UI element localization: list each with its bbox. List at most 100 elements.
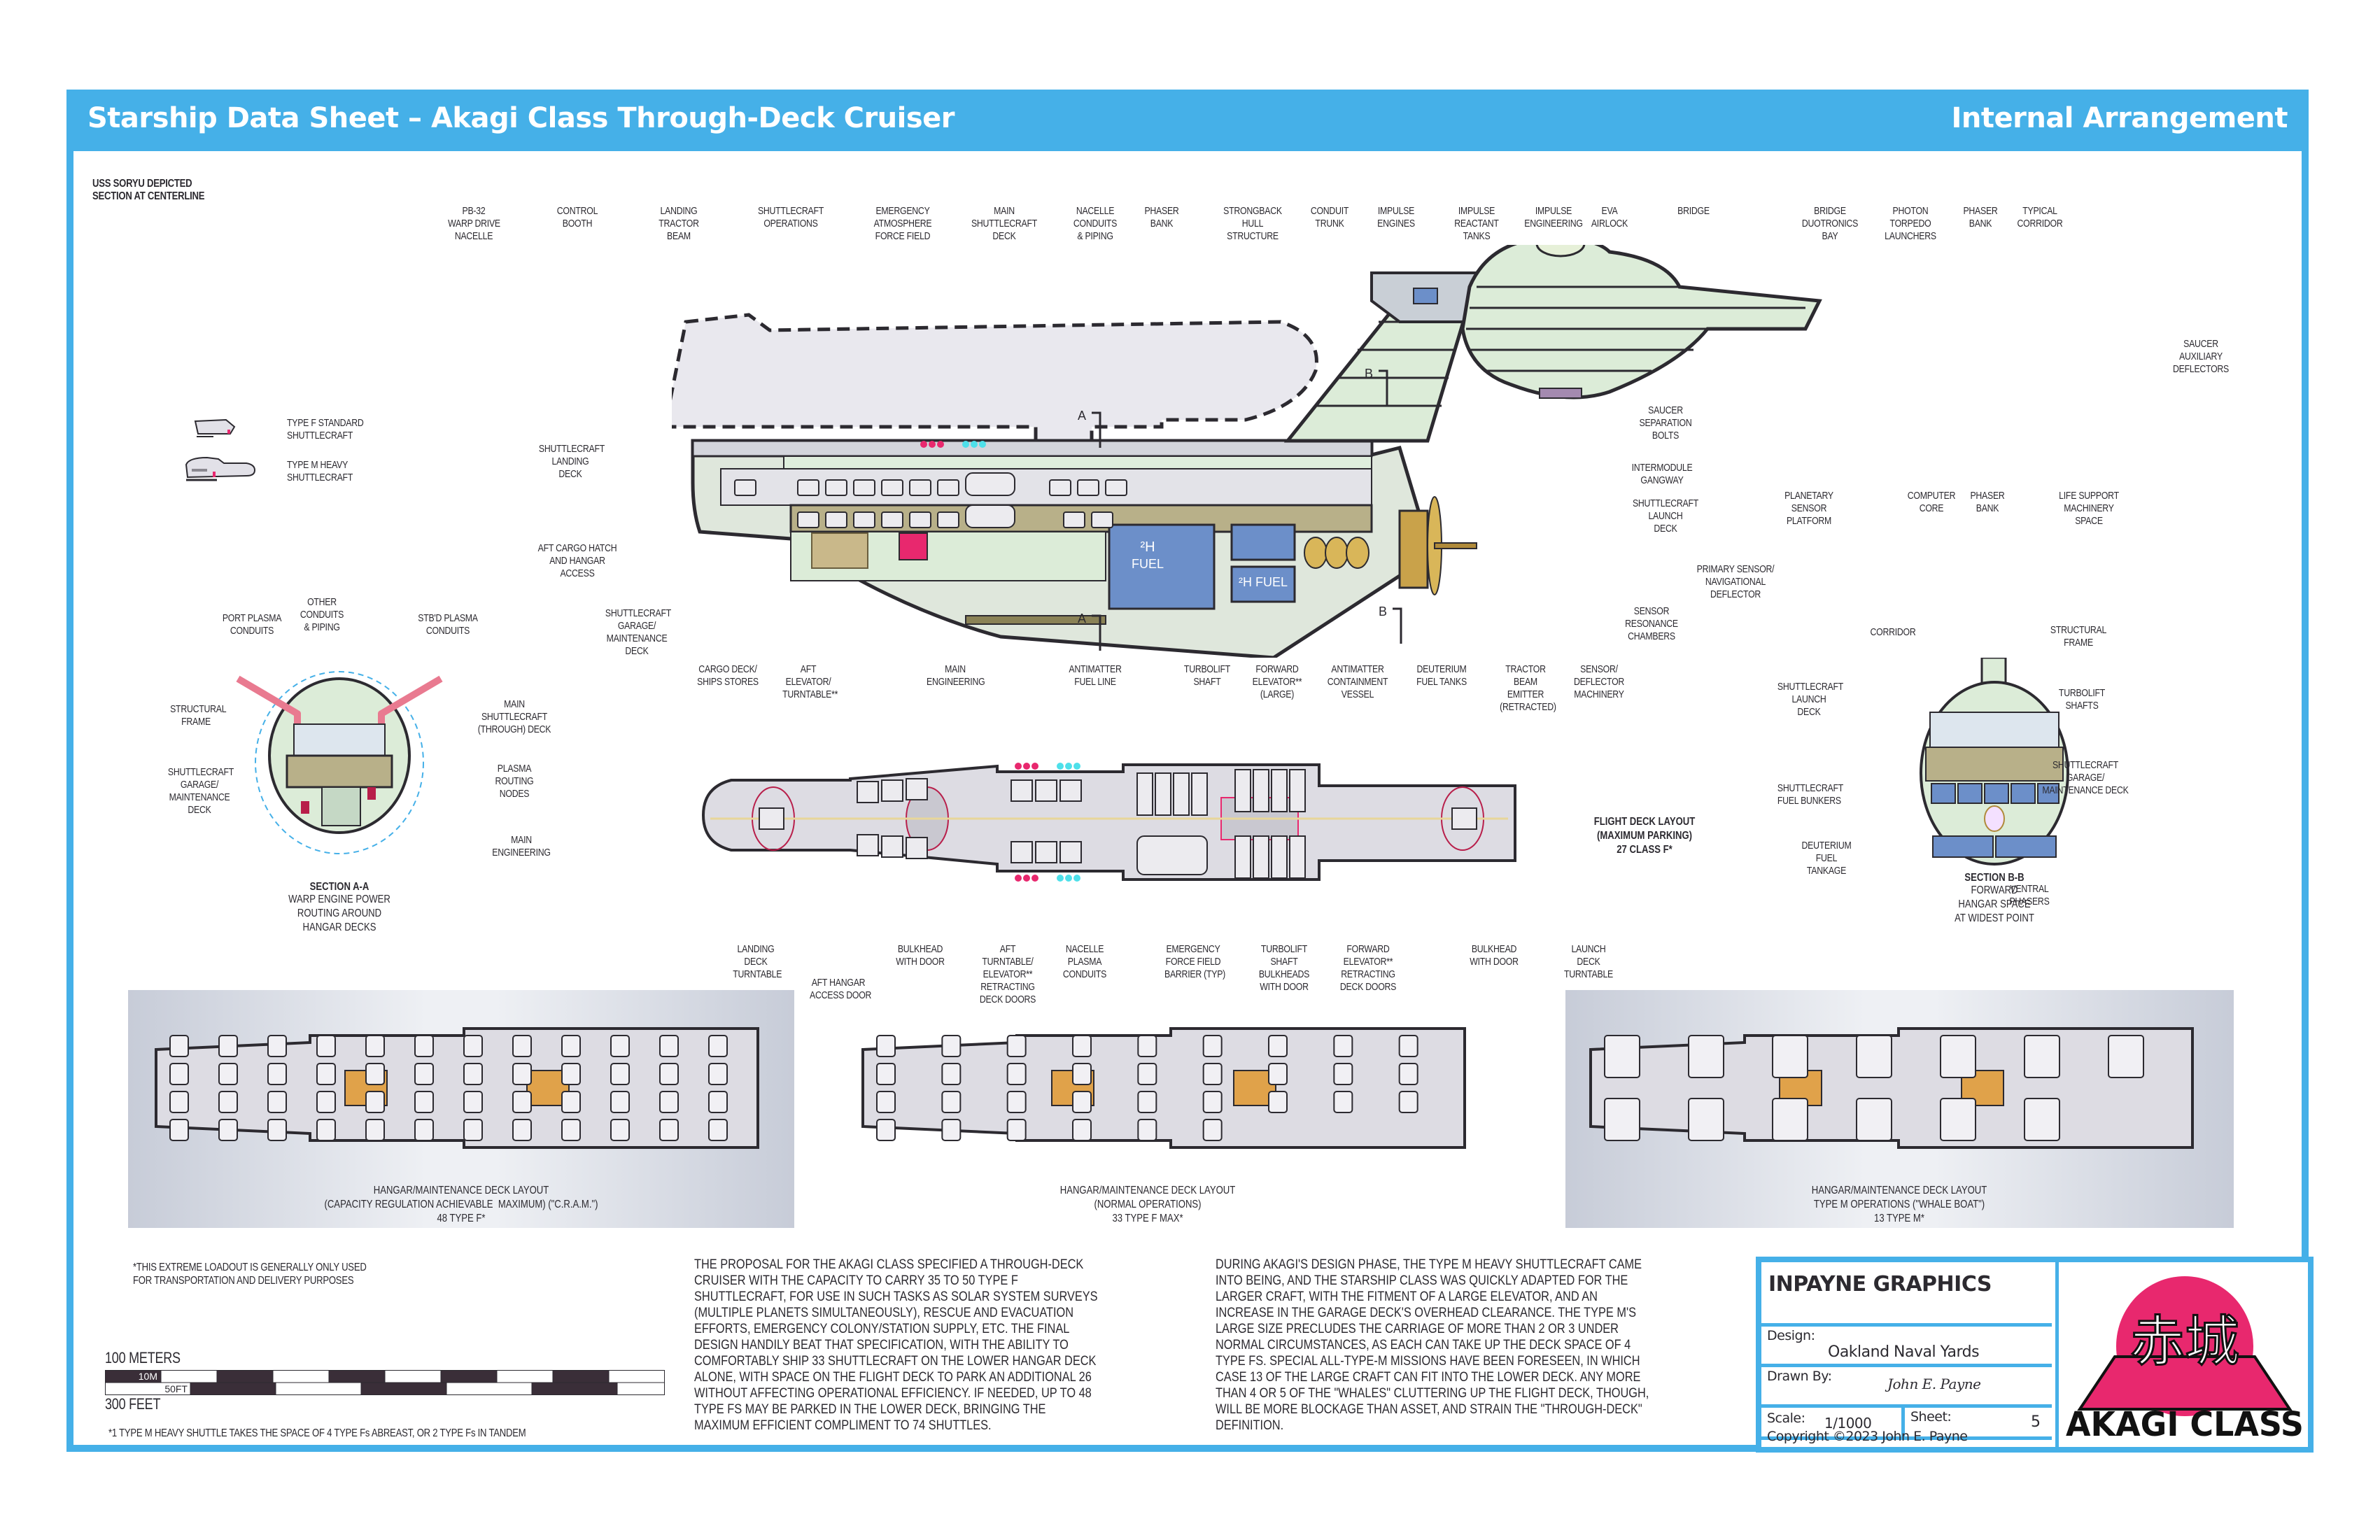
hangar-shuttle: [941, 1119, 962, 1141]
scale-bar: 10M 50FT: [105, 1370, 665, 1395]
flight-deck-conduit-dots: [1015, 763, 1080, 882]
scale-meter-segment: [160, 1370, 218, 1383]
scale-meter-segment: [496, 1370, 554, 1383]
hangar-shuttle: [1856, 1035, 1892, 1078]
hangar-shuttle: [610, 1063, 630, 1085]
hangar-shuttle: [708, 1063, 728, 1085]
scale-feet-segment: [275, 1382, 362, 1395]
hangar-shuttle: [1940, 1035, 1976, 1078]
hangar-shuttle: [1772, 1098, 1808, 1141]
scale-feet-segment: [360, 1382, 447, 1395]
hangar-shuttle: [708, 1119, 728, 1141]
profile-top-label-17: PHASER BANK: [1963, 205, 1998, 229]
scale-meter-segment: [440, 1370, 498, 1383]
hangar-shuttle: [218, 1063, 238, 1085]
hangar-shuttle: [561, 1035, 581, 1057]
profile-top-label-3: SHUTTLECRAFT OPERATIONS: [757, 205, 824, 229]
hangar-shuttle: [414, 1091, 434, 1113]
hangar-shuttle: [941, 1091, 962, 1113]
scale-feet-segment: [446, 1382, 533, 1395]
hangar-shuttle: [2108, 1035, 2144, 1078]
hangar-shuttle: [267, 1035, 287, 1057]
hangar-shuttle: [610, 1035, 630, 1057]
hangar-shuttle: [169, 1063, 189, 1085]
section-aa-title: SECTION A-A: [309, 881, 369, 893]
profile-bottom-label-2: MAIN ENGINEERING: [927, 663, 985, 688]
logo-sun-mountain-icon: 赤城 AKAGI CLASS: [2066, 1276, 2304, 1444]
header-bar: Starship Data Sheet – Akagi Class Throug…: [66, 90, 2309, 151]
hangar-shuttle: [1333, 1063, 1353, 1085]
profile-top-label-18: TYPICAL CORRIDOR: [2017, 205, 2063, 229]
saucer-section: [1460, 245, 1822, 400]
profile-top-label-1: CONTROL BOOTH: [556, 205, 598, 229]
hangar-shuttle: [365, 1035, 385, 1057]
hangar-shuttle: [169, 1035, 189, 1057]
title-block-scale-cell: Scale: 1/1000: [1761, 1408, 1905, 1440]
hangar-shuttle: [365, 1119, 385, 1141]
flight-deck-label-1: AFT HANGAR ACCESS DOOR: [810, 977, 872, 1001]
profile-right-label-3: SHUTTLECRAFT LAUNCH DECK: [1632, 497, 1699, 535]
design-value: Oakland Naval Yards: [1828, 1343, 1980, 1361]
title-block-company-cell: INPAYNE GRAPHICS: [1761, 1262, 2052, 1327]
hangar-shuttle: [1688, 1098, 1724, 1141]
hangar-shuttle: [1072, 1119, 1092, 1141]
hangar-shuttle: [708, 1035, 728, 1057]
hangar-shuttle: [512, 1063, 532, 1085]
logo-text: AKAGI CLASS: [2066, 1405, 2304, 1444]
section-aa-label-7: MAIN ENGINEERING: [492, 834, 551, 859]
page-subtitle: Internal Arrangement: [1951, 102, 2288, 134]
hangar-layout-0: [155, 1027, 759, 1149]
hangar-shuttle: [463, 1035, 483, 1057]
hangar-shuttle: [876, 1035, 896, 1057]
type-m-shuttle-icon: [185, 456, 256, 481]
hangar-layouts: [155, 1027, 2194, 1149]
hangar-shuttle: [1398, 1091, 1418, 1113]
profile-right-label-0: SAUCER AUXILIARY DEFLECTORS: [2172, 338, 2230, 375]
section-marker-a-bottom: A: [1078, 612, 1086, 626]
hangar-shuttle: [659, 1119, 679, 1141]
title-block-drawn-cell: Drawn By: John E. Payne: [1761, 1367, 2052, 1408]
navigational-deflector: [1398, 496, 1477, 595]
profile-top-label-11: IMPULSE REACTANT TANKS: [1454, 205, 1499, 242]
hangar-shuttle: [1006, 1091, 1027, 1113]
scale-feet-segment: [531, 1382, 618, 1395]
profile-top-label-4: EMERGENCY ATMOSPHERE FORCE FIELD: [873, 205, 932, 242]
hangar-shuttle: [561, 1119, 581, 1141]
section-aa-caption: WARP ENGINE POWER ROUTING AROUND HANGAR …: [288, 893, 390, 933]
profile-right-label-7: COMPUTER CORE: [1907, 490, 1956, 514]
ship-profile-diagram: ²H FUEL ²H FUEL A A B B: [672, 245, 1822, 658]
section-bb-label-0: CORRIDOR: [1870, 626, 1916, 638]
hangar-shuttle: [1333, 1035, 1353, 1057]
profile-bottom-label-5: FORWARD ELEVATOR** (LARGE): [1252, 663, 1302, 700]
hangar-shuttle: [218, 1119, 238, 1141]
profile-bottom-label-8: TRACTOR BEAM EMITTER (RETRACTED): [1500, 663, 1556, 713]
profile-left-label-2: SHUTTLECRAFT GARAGE/ MAINTENANCE DECK: [605, 607, 671, 657]
profile-bottom-label-7: DEUTERIUM FUEL TANKS: [1416, 663, 1467, 688]
hangar-caption-whale: HANGAR/MAINTENANCE DECK LAYOUT TYPE M OP…: [1811, 1185, 1987, 1224]
hangar-shuttle: [1333, 1091, 1353, 1113]
hangar-caption-normal: HANGAR/MAINTENANCE DECK LAYOUT (NORMAL O…: [1059, 1185, 1236, 1224]
profile-top-label-13: EVA AIRLOCK: [1591, 205, 1628, 229]
section-aa-label-3: STRUCTURAL FRAME: [170, 703, 227, 728]
profile-left-label-0: SHUTTLECRAFT LANDING DECK: [538, 443, 605, 480]
profile-left-label-1: AFT CARGO HATCH AND HANGAR ACCESS: [537, 542, 617, 579]
hangar-shuttle: [365, 1063, 385, 1085]
profile-bottom-label-1: AFT ELEVATOR/ TURNTABLE**: [782, 663, 838, 700]
hangar-layout-2: [1589, 1027, 2194, 1149]
type-f-shuttle-icon: [194, 418, 236, 437]
title-block-design-cell: Design: Oakland Naval Yards: [1761, 1327, 2052, 1367]
flight-deck-layout: [701, 763, 1516, 882]
design-label: Design:: [1767, 1328, 1815, 1343]
flight-deck-label-9: LAUNCH DECK TURNTABLE: [1563, 943, 1614, 980]
hangar-shuttle: [1137, 1091, 1157, 1113]
hangar-shuttle: [659, 1091, 679, 1113]
section-bb-caption: FORWARD HANGAR SPACE AT WIDEST POINT: [1955, 884, 2034, 924]
hangar-shuttle: [1072, 1035, 1092, 1057]
nacelle-conduit-dots: [920, 441, 986, 448]
hangar-shuttle: [1268, 1063, 1288, 1085]
flight-deck-title: FLIGHT DECK LAYOUT (MAXIMUM PARKING) 27 …: [1593, 816, 1696, 856]
notes-column-1: THE PROPOSAL FOR THE AKAGI CLASS SPECIFI…: [694, 1257, 1098, 1433]
section-bb-title: SECTION B-B: [1964, 872, 2025, 884]
section-bb-label-7: VENTRAL PHASERS: [2009, 883, 2050, 907]
hangar-shuttle: [941, 1035, 962, 1057]
